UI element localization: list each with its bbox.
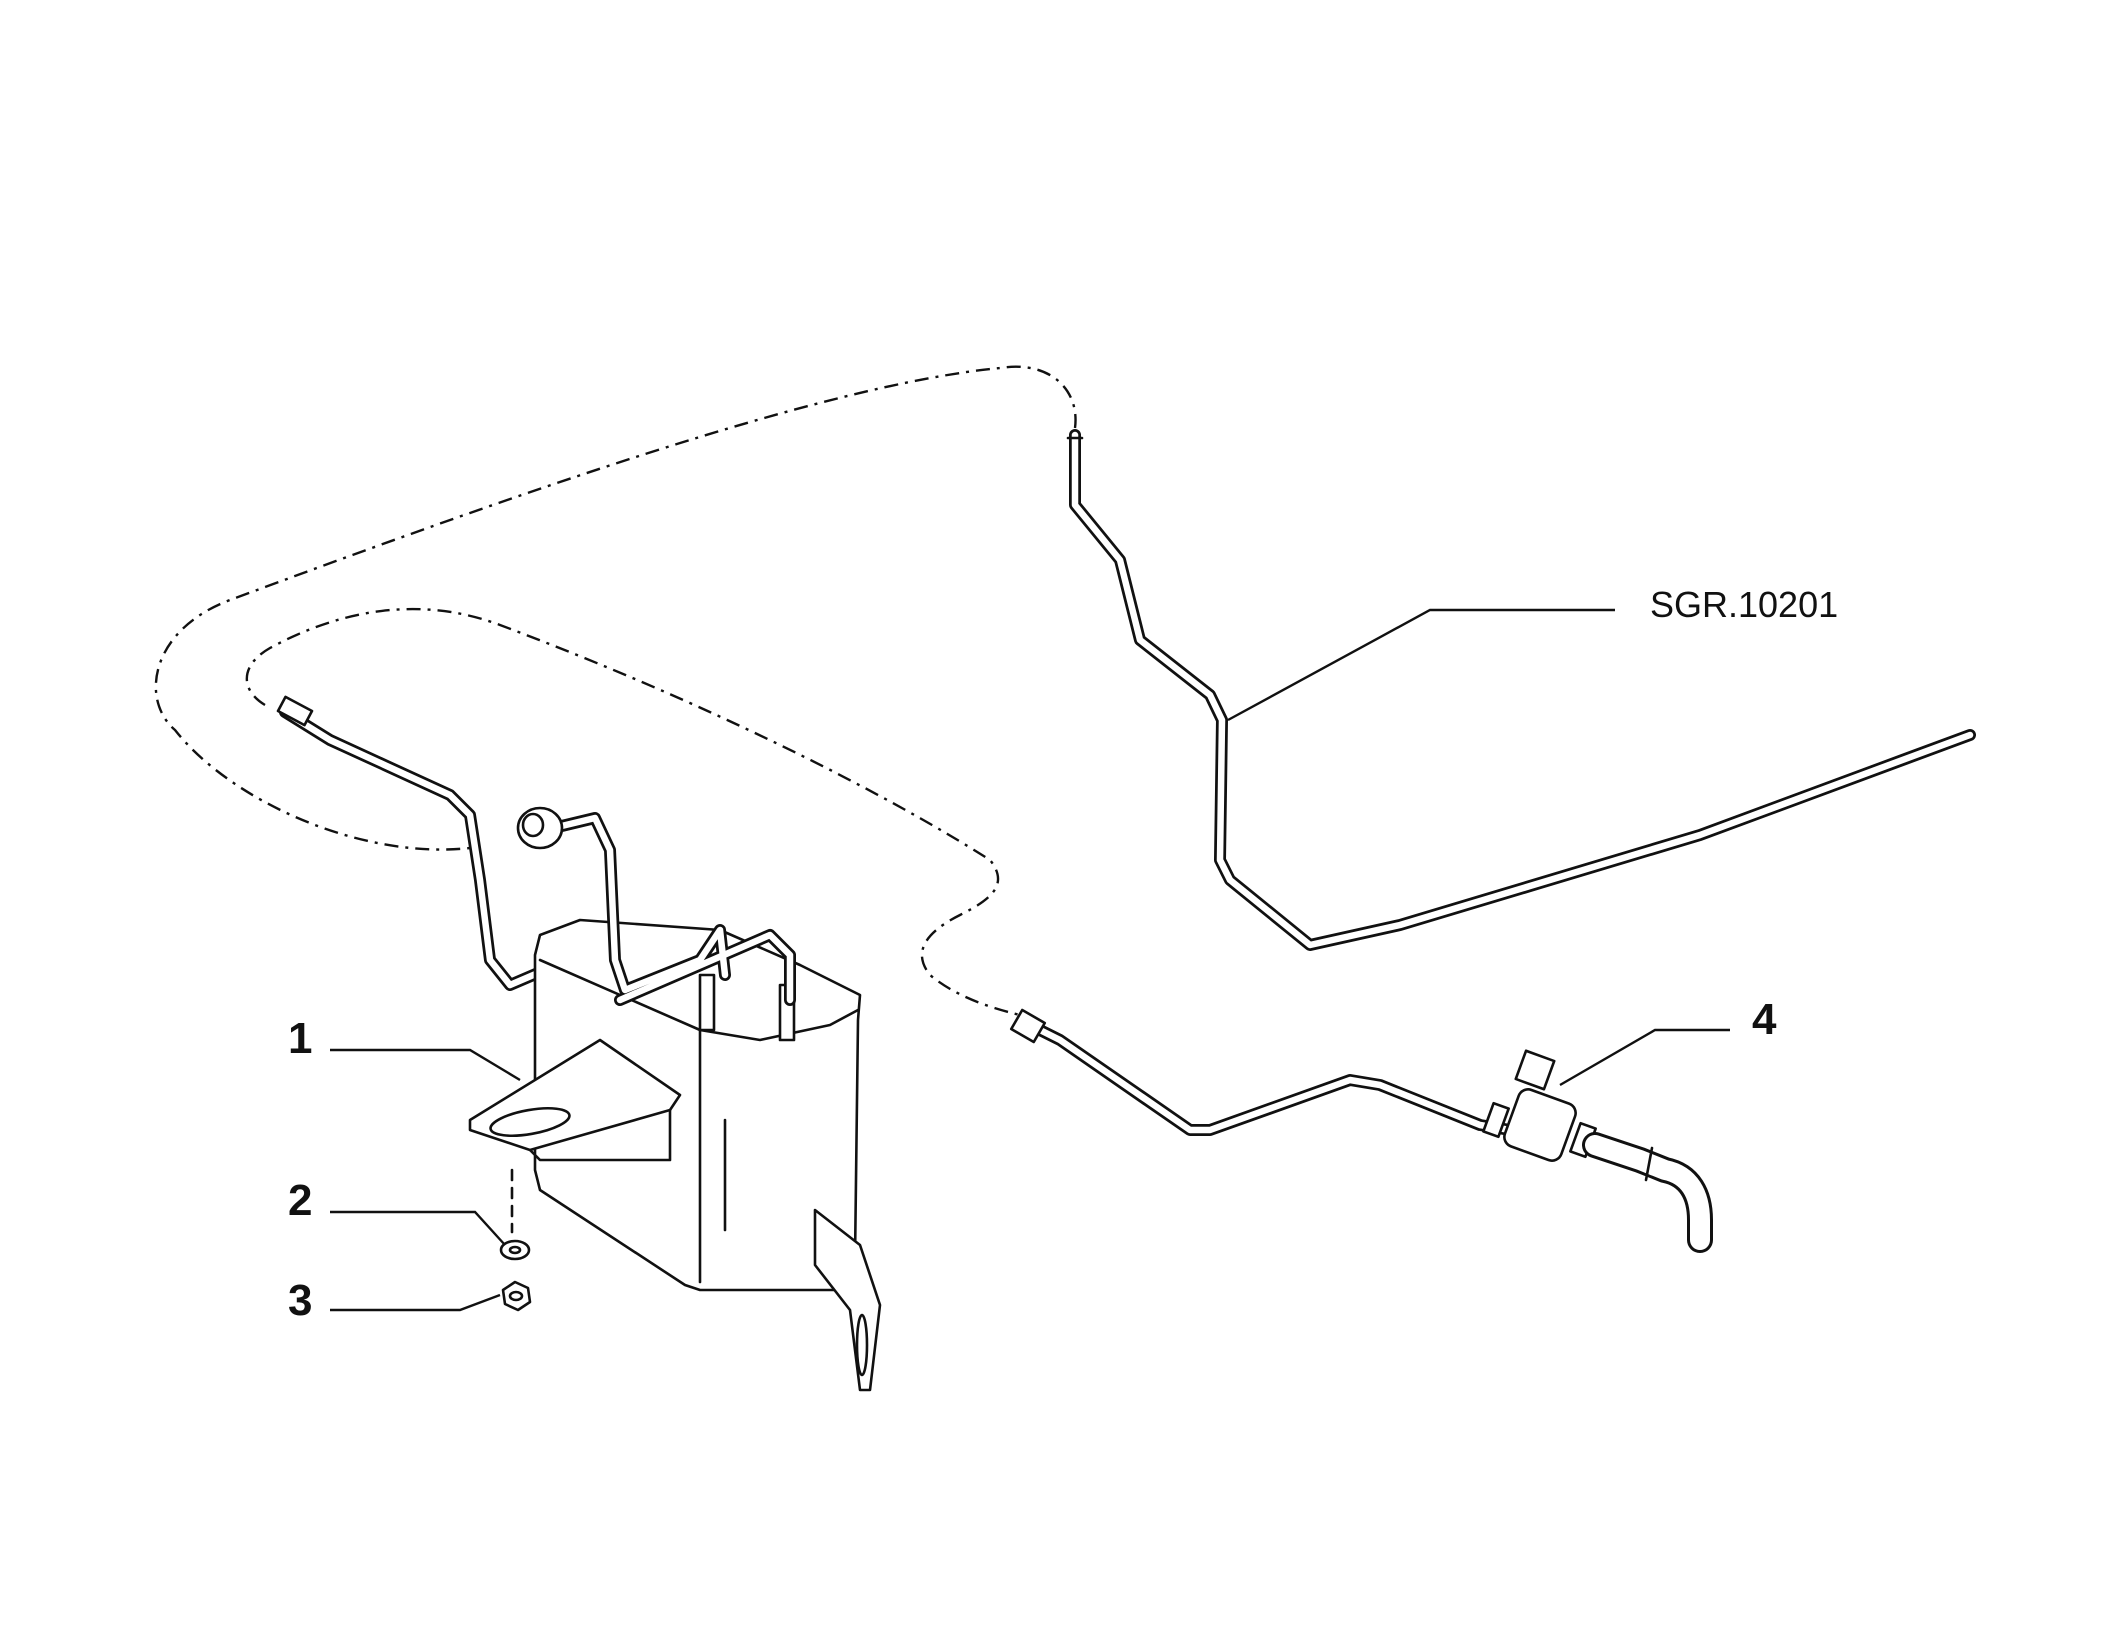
valve-pipe-outer: [1024, 1019, 1516, 1136]
valve-pipe-inner: [1026, 1021, 1514, 1134]
nut: [501, 1280, 532, 1312]
bracket-slot: [489, 1106, 571, 1138]
reference-label: SGR.10201: [1650, 584, 1838, 625]
rear-pipe-inner: [1071, 431, 1974, 949]
leader-3: [330, 1293, 501, 1312]
solenoid-valve-body: [1503, 1088, 1577, 1162]
callout-3: 3: [288, 1276, 312, 1325]
outlet-hose-band: [1644, 1146, 1654, 1182]
callout-4: 4: [1752, 995, 1777, 1044]
leader-1: [330, 1048, 521, 1082]
bracket-lower: [528, 1108, 672, 1162]
rear-pipe-outer: [1069, 429, 1976, 951]
canister-nozzle-left: [698, 973, 716, 1032]
canister-loop-pipe-inner: [541, 814, 794, 1004]
leader-4: [1559, 1028, 1730, 1087]
valve-pipe-end-fitting: [1009, 1008, 1047, 1044]
front-pipe-inner: [281, 708, 584, 989]
washer-hole: [508, 1245, 522, 1255]
phantom-outline-lower: [245, 607, 1021, 1017]
canister-top-edge: [538, 958, 860, 1042]
nut-hole: [508, 1290, 524, 1302]
leader-ref: [1227, 608, 1615, 722]
valve-collar-left: [1482, 1101, 1510, 1139]
foot-bracket-slot: [855, 1313, 869, 1377]
phantom-outline-upper: [154, 365, 1077, 851]
canister-inlet-cap: [516, 806, 564, 850]
front-pipe-end-fitting: [276, 695, 314, 727]
solenoid-valve-connector: [1514, 1049, 1556, 1091]
foot-bracket: [813, 1208, 882, 1392]
washer: [499, 1239, 531, 1261]
canister-inlet-cap-ring: [521, 812, 545, 838]
callout-2: 2: [288, 1176, 312, 1225]
outlet-hose-inner: [1585, 1135, 1710, 1250]
leader-2: [330, 1210, 506, 1246]
callout-1: 1: [288, 1014, 312, 1063]
